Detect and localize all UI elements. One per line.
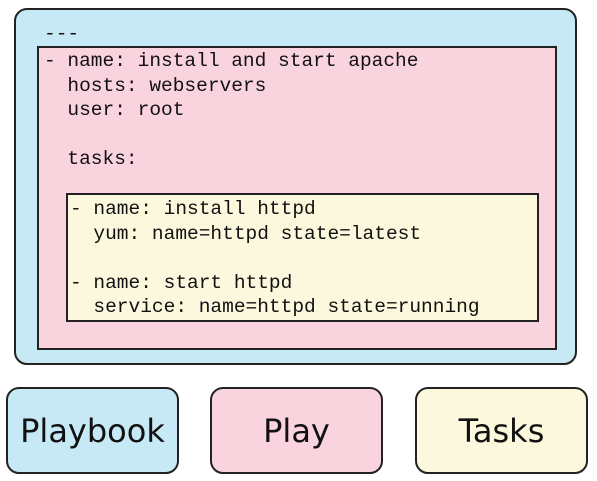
yaml-document-start: ---: [44, 23, 80, 45]
play-line: tasks:: [44, 148, 138, 170]
legend-play: Play: [210, 387, 383, 474]
tasks-container: [66, 193, 539, 322]
legend-playbook: Playbook: [6, 387, 179, 474]
task-line: service: name=httpd state=running: [70, 296, 480, 318]
task-line: - name: install httpd: [70, 198, 316, 220]
play-line: - name: install and start apache: [44, 50, 419, 72]
task-line: yum: name=httpd state=latest: [70, 222, 422, 245]
play-line: user: root: [44, 99, 185, 121]
task-line: - name: start httpd: [70, 271, 293, 294]
legend-tasks: Tasks: [415, 387, 588, 474]
play-line: hosts: webservers: [44, 74, 267, 97]
